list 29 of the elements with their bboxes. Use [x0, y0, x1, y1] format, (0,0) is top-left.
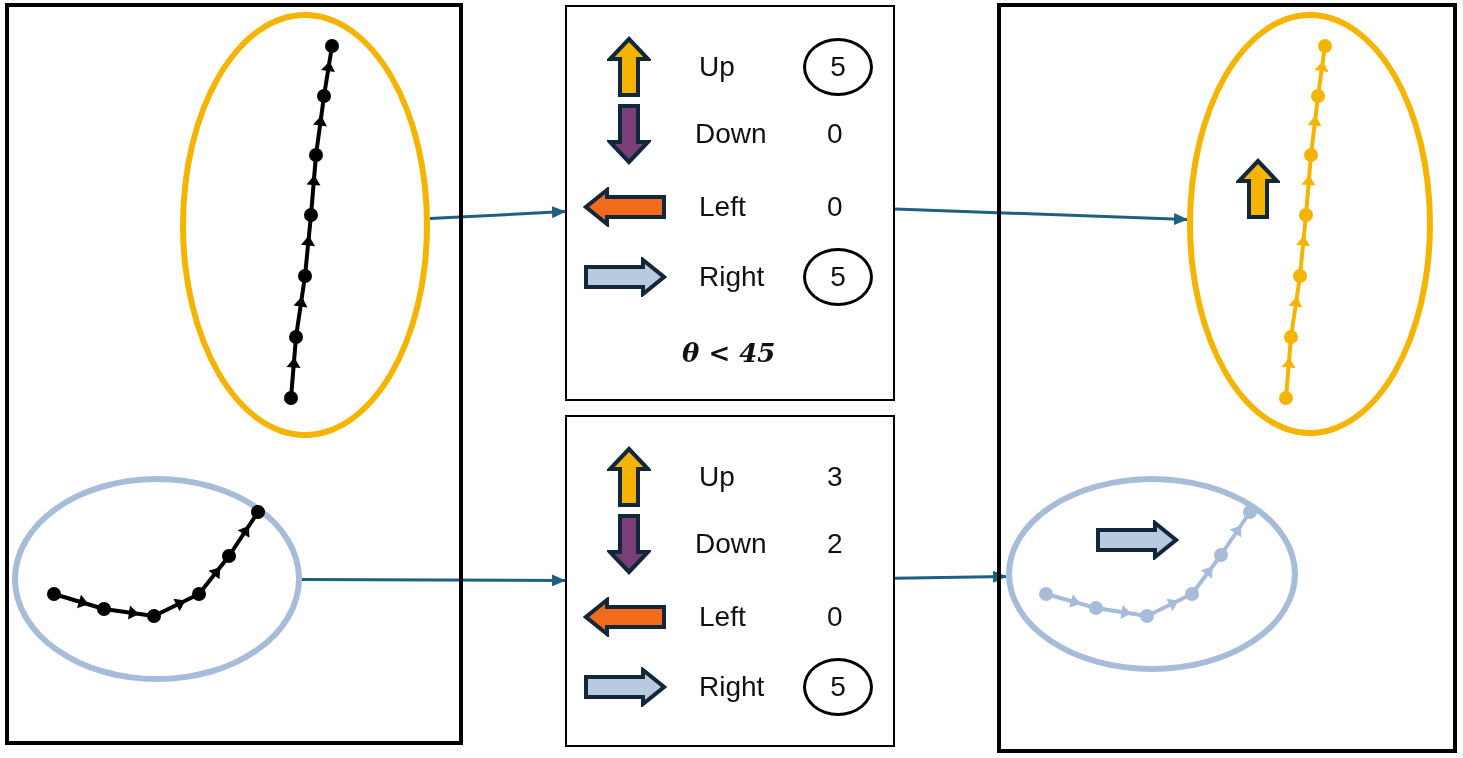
arrow: [894, 207, 1189, 226]
circled-count: 5: [803, 658, 873, 716]
count: 3: [827, 463, 843, 491]
direction-label: Up: [699, 53, 735, 81]
angle-condition: θ < 45: [682, 340, 776, 366]
ellipse-outline: [1187, 12, 1433, 436]
direction-label: Up: [699, 463, 735, 491]
direction-label: Down: [695, 530, 767, 558]
count: 2: [827, 530, 843, 558]
direction-label: Right: [699, 263, 765, 291]
count: 0: [827, 193, 843, 221]
circled-count: 5: [803, 248, 873, 306]
arrow: [894, 570, 1008, 583]
direction-label: Left: [699, 603, 746, 631]
direction-label: Right: [699, 673, 765, 701]
circled-count: 5: [803, 38, 873, 96]
direction-count-panel: [565, 5, 895, 401]
panel-frame: [5, 3, 463, 745]
arrow: [429, 206, 566, 221]
direction-label: Down: [695, 120, 767, 148]
direction-label: Left: [699, 193, 746, 221]
ellipse-outline: [1006, 476, 1298, 672]
ellipse-outline: [180, 12, 430, 438]
count: 0: [827, 603, 843, 631]
direction-count-panel: [565, 415, 895, 747]
ellipse-outline: [12, 476, 302, 682]
panel-frame: [997, 3, 1457, 753]
count: 0: [827, 120, 843, 148]
arrow: [302, 574, 566, 587]
